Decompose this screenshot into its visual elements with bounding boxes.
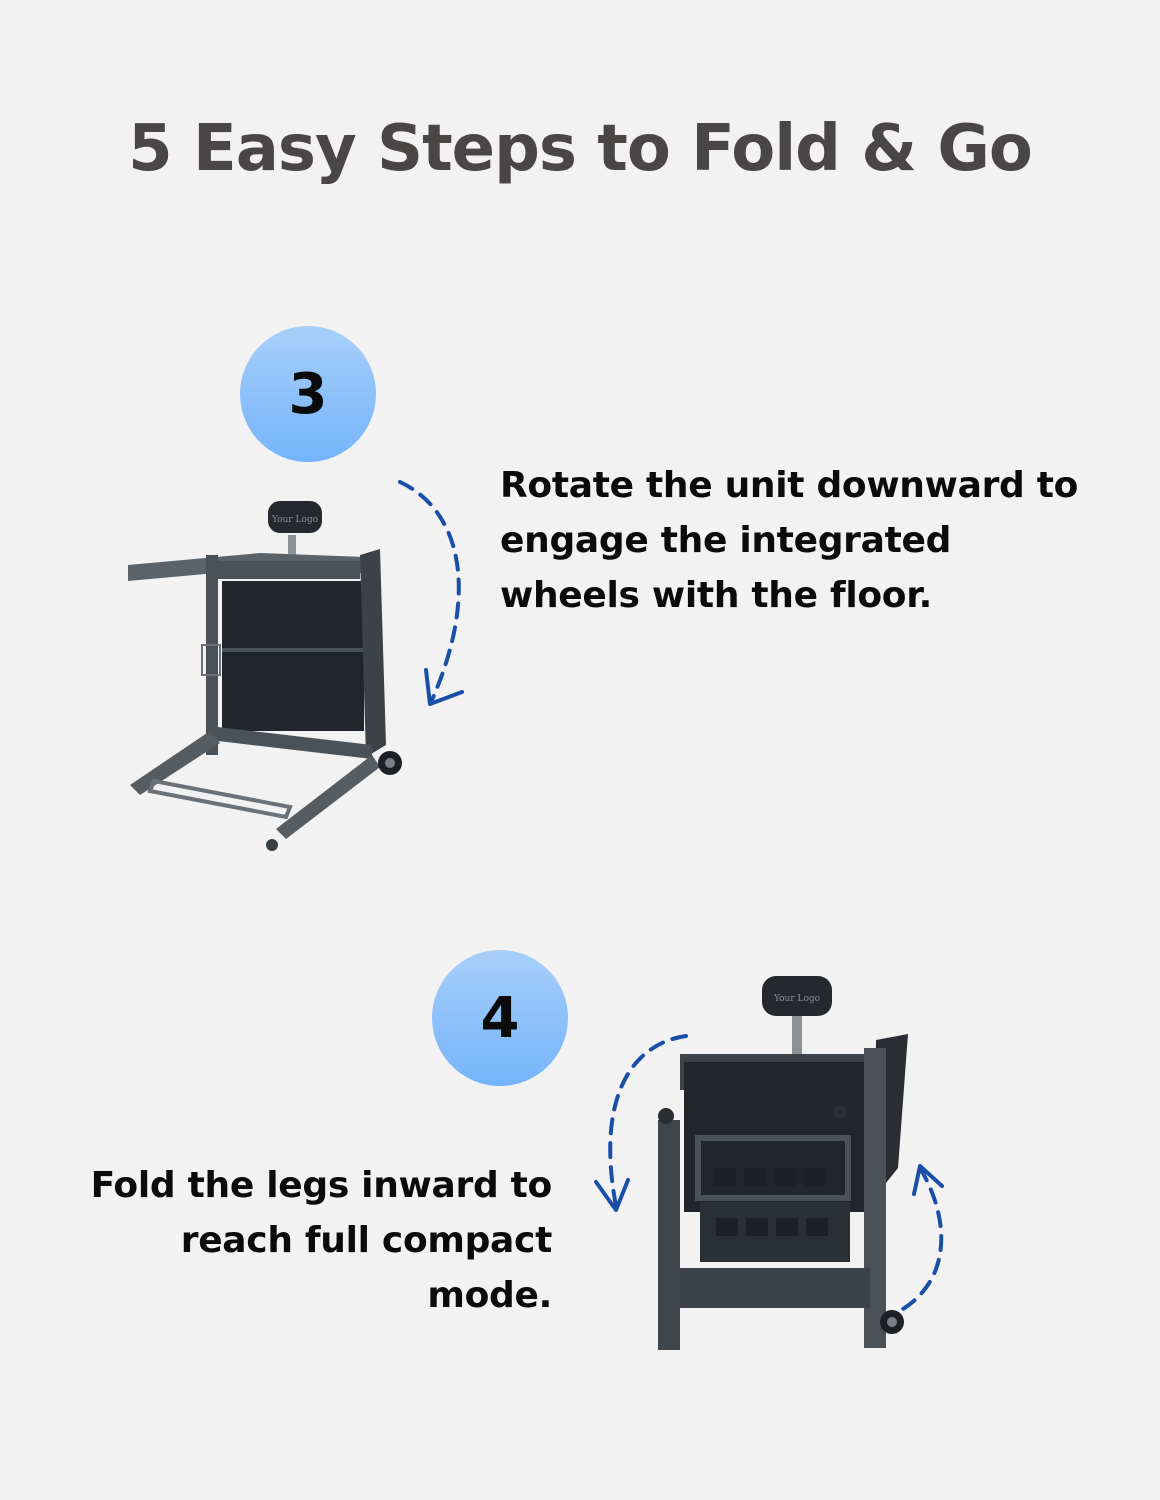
step-4-text: Fold the legs inward to reach full compa… — [90, 1165, 553, 1316]
step-3-logo-text: Your Logo — [271, 515, 318, 525]
step-4-badge: 4 — [432, 950, 568, 1086]
step-4-unit-image: Your Logo — [658, 976, 908, 1350]
step-3-rotate-arrow-icon — [398, 480, 464, 706]
step-3-unit-image: Your Logo — [128, 501, 402, 851]
step-4-fold-left-arrow-icon — [594, 1034, 688, 1212]
page-title: 5 Easy Steps to Fold & Go — [128, 112, 1033, 186]
step-3-badge: 3 — [240, 326, 376, 462]
step-4-logo-text: Your Logo — [773, 994, 820, 1004]
step-4-fold-right-arrow-icon — [884, 1164, 944, 1320]
step-3-text: Rotate the unit downward to engage the i… — [500, 465, 1079, 616]
